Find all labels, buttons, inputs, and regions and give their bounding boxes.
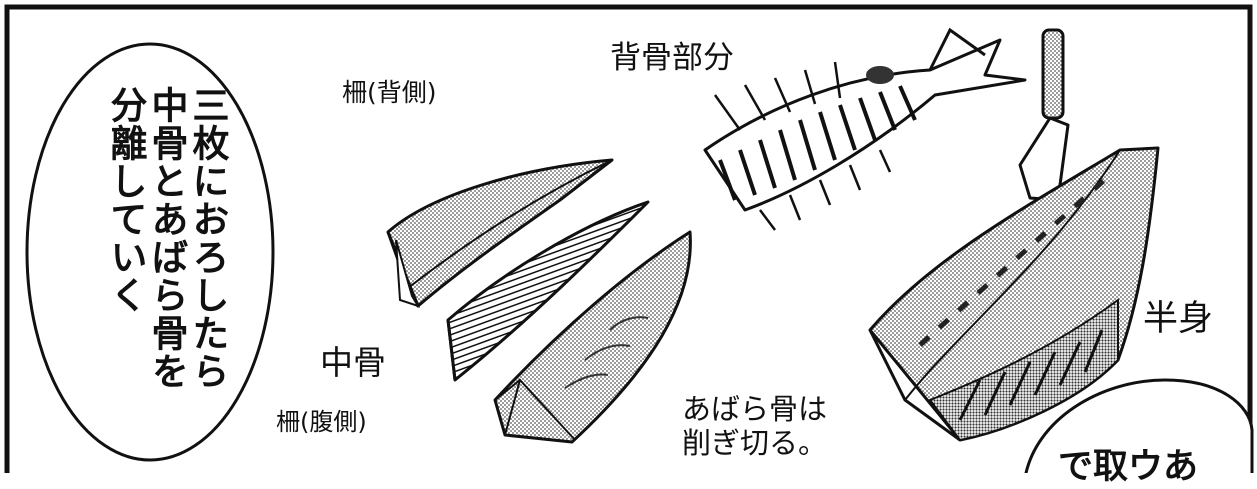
narration-line-3: 分離していく: [104, 86, 147, 314]
label-half-body: 半身: [1143, 299, 1214, 339]
label-rib-note-line-1: あばら骨は: [682, 392, 828, 426]
backbone-illustration: [703, 27, 1027, 231]
knife-illustration: [1018, 28, 1070, 202]
label-middle-bone: 中骨: [320, 343, 386, 382]
label-back-bone-part: 背骨部分: [610, 40, 734, 76]
middle-bone-illustration: [446, 200, 650, 382]
label-fillet-back: 柵(背側): [342, 78, 437, 107]
next-speech-bubble: [1024, 378, 1254, 473]
fillet-back-illustration: [386, 158, 614, 308]
half-body-illustration: [868, 146, 1160, 442]
next-bubble-text: で取ウあ: [1058, 447, 1199, 487]
manga-panel: 三枚におろしたら 中骨とあばら骨を 分離していく 背骨部分 柵(背側) 中骨 柵…: [4, 4, 1254, 487]
narration-balloon: [25, 42, 275, 462]
fillet-belly-illustration: [493, 230, 692, 444]
narration-line-2: 中骨とあばら骨を: [145, 86, 188, 390]
label-fillet-belly: 柵(腹側): [276, 408, 367, 436]
panel-frame: [4, 4, 1253, 473]
label-rib-note-line-2: 削ぎ切る。: [682, 426, 828, 460]
narration-line-1: 三枚におろしたら: [186, 86, 229, 390]
